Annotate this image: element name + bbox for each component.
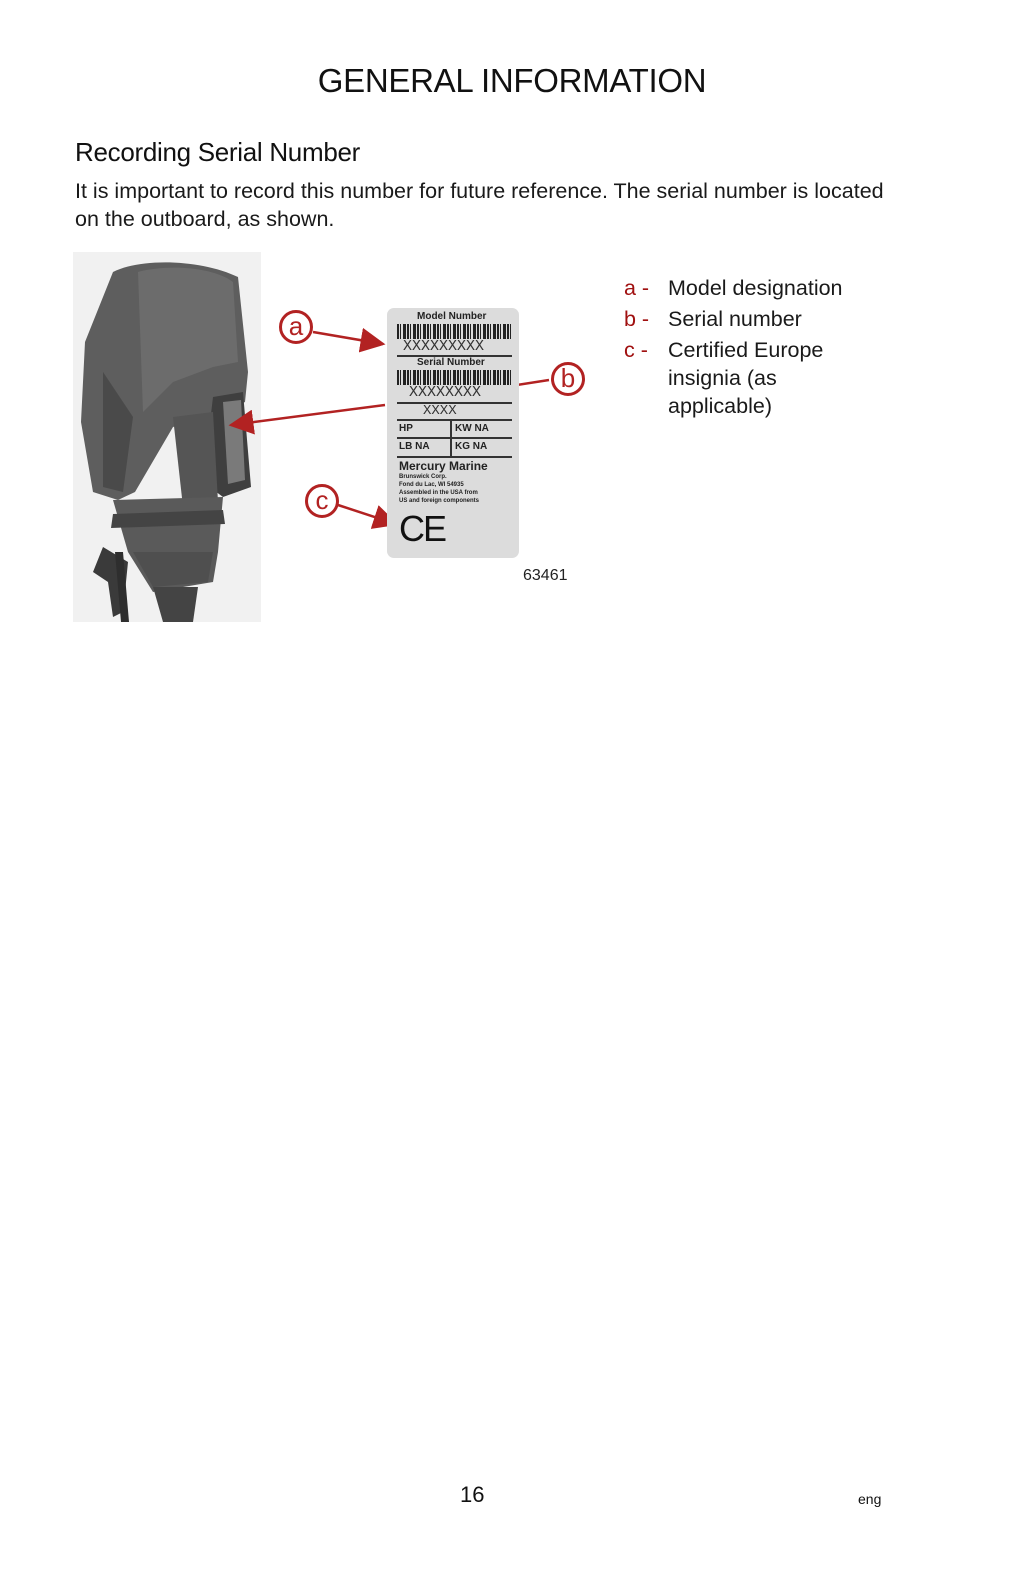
callout-legend: a - Model designation b - Serial number …: [624, 274, 914, 423]
language-code: eng: [858, 1491, 882, 1507]
page-number: 16: [460, 1482, 485, 1507]
model-barcode: [397, 324, 512, 339]
page-title: GENERAL INFORMATION: [317, 62, 707, 99]
arrow-to-engine: [228, 403, 386, 435]
callout-c: c: [305, 484, 339, 518]
serial-number-decal: Model Number XXXXXXXXX Serial Number XXX…: [387, 308, 519, 558]
figure-number: 63461: [523, 567, 568, 584]
kg-field: KG NA: [455, 441, 488, 452]
address-line: US and foreign components: [399, 498, 480, 504]
manufacturer-name: Mercury Marine: [399, 459, 488, 473]
legend-item: a - Model designation: [624, 274, 914, 302]
serial-number-figure: Model Number XXXXXXXXX Serial Number XXX…: [73, 252, 593, 622]
serial-barcode: [397, 370, 512, 385]
arrow-a: [312, 327, 386, 353]
address-line: Brunswick Corp.: [399, 474, 447, 480]
address-line: Fond du Lac, WI 54935: [399, 482, 464, 488]
ce-mark-icon: CE: [399, 508, 447, 549]
hp-field: HP: [399, 423, 413, 434]
legend-key: a -: [624, 276, 650, 300]
lb-field: LB NA: [399, 441, 430, 452]
serial-number-caption: Serial Number: [417, 357, 485, 368]
legend-key: b -: [624, 307, 650, 331]
body-paragraph: It is important to record this number fo…: [75, 179, 884, 231]
section-heading: Recording Serial Number: [75, 137, 361, 167]
legend-key: c -: [624, 338, 648, 362]
outboard-engine-illustration: [73, 252, 550, 622]
legend-text: Certified Europe insignia (as applicable…: [668, 338, 824, 418]
legend-text: Model designation: [668, 276, 843, 300]
serial-value: XXXXXXXX: [409, 384, 482, 401]
model-number-caption: Model Number: [417, 311, 487, 322]
legend-text: Serial number: [668, 307, 802, 331]
legend-item: b - Serial number: [624, 305, 914, 333]
model-value: XXXXXXXXX: [403, 338, 485, 355]
kw-field: KW NA: [455, 423, 489, 434]
callout-a: a: [279, 310, 313, 344]
legend-item: c - Certified Europe insignia (as applic…: [624, 336, 914, 420]
callout-b: b: [551, 362, 585, 396]
arrow-c: [337, 503, 399, 529]
year-value: XXXX: [423, 403, 457, 419]
address-line: Assembled in the USA from: [399, 490, 478, 496]
